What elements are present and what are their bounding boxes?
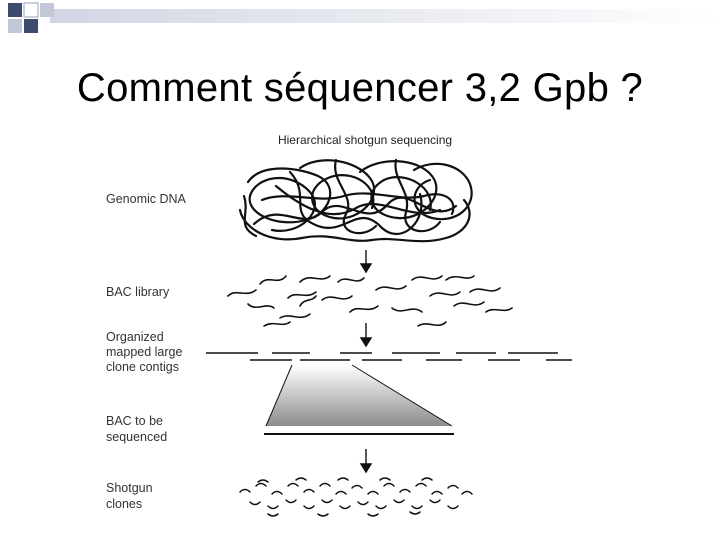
bac-library-fragments <box>227 275 513 327</box>
label-bac-seq-line1: BAC to be <box>106 414 163 428</box>
square-light <box>8 19 22 33</box>
label-contigs-line3: clone contigs <box>106 360 179 374</box>
label-contigs-line2: mapped large <box>106 345 183 359</box>
square-light <box>40 3 54 17</box>
label-shotgun-line2: clones <box>106 497 143 511</box>
clone-contigs <box>206 352 572 361</box>
shotgun-fragments <box>239 477 473 517</box>
square-dark <box>24 19 38 33</box>
label-bac-seq-line2: sequenced <box>106 430 168 444</box>
gradient-bar <box>50 9 720 23</box>
square-outline <box>23 2 39 18</box>
genomic-dna-tangle <box>238 158 473 243</box>
decorative-squares-bar <box>8 2 720 33</box>
label-shotgun-line1: Shotgun <box>106 481 153 495</box>
figure-title: Hierarchical shotgun sequencing <box>277 133 453 147</box>
flow-arrows <box>359 250 373 474</box>
square-dark <box>8 3 22 17</box>
bac-selection-wedge <box>264 364 454 435</box>
label-contigs-line1: Organized <box>106 330 164 344</box>
slide-title: Comment séquencer 3,2 Gpb ? <box>76 66 644 110</box>
label-bac-library: BAC library <box>106 285 170 299</box>
label-genomic-dna: Genomic DNA <box>106 192 186 206</box>
